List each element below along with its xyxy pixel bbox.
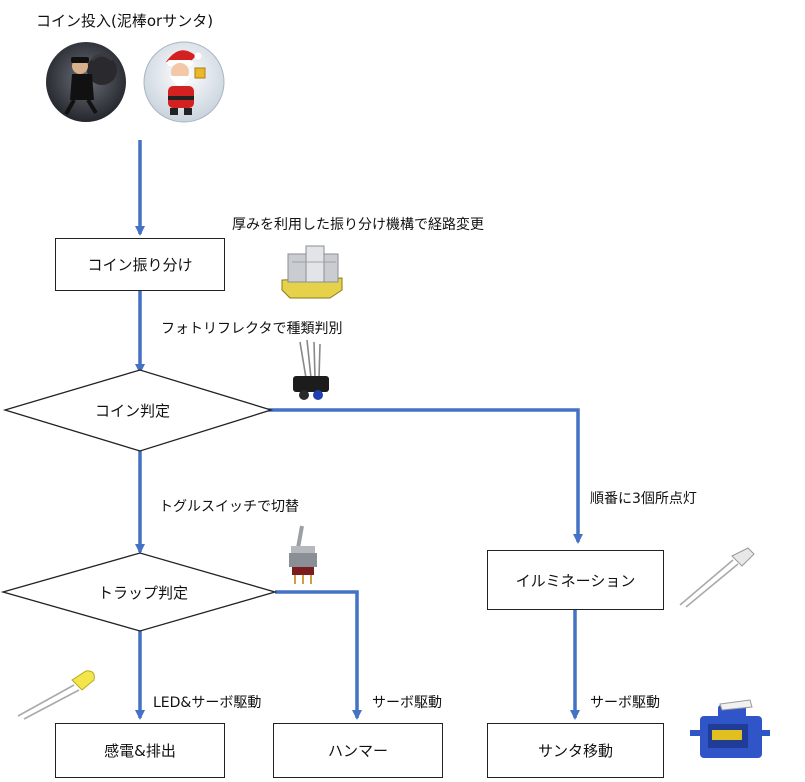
note-led-servo: LED&サーボ駆動 xyxy=(153,695,262,711)
santa-move-box: サンタ移動 xyxy=(487,723,664,778)
santa-icon xyxy=(143,41,225,123)
toggle-switch-icon xyxy=(289,525,317,584)
start-title: コイン投入(泥棒orサンタ) xyxy=(36,12,214,30)
note-toggle-switch: トグルスイッチで切替 xyxy=(159,499,299,515)
coin-mechanism-icon xyxy=(281,245,343,299)
trap-judge-diamond xyxy=(0,552,278,632)
servo-motor-icon xyxy=(690,699,770,758)
arrow-judge-to-illumination xyxy=(268,408,583,544)
trap-judge-label: トラップ判定 xyxy=(98,584,189,602)
hammer-box: ハンマー xyxy=(273,723,443,778)
yellow-led-icon xyxy=(17,670,95,720)
shock-eject-box: 感電&排出 xyxy=(55,723,225,778)
note-servo-hammer: サーボ駆動 xyxy=(372,695,442,711)
coin-judge-label: コイン判定 xyxy=(95,402,171,420)
note-photo-reflector: フォトリフレクタで種類判別 xyxy=(161,321,343,337)
arrow-trap-to-hammer xyxy=(275,590,362,720)
note-sequential-light: 順番に3個所点灯 xyxy=(590,491,697,507)
note-servo-santa: サーボ駆動 xyxy=(590,695,660,711)
thief-icon xyxy=(46,42,126,122)
connectors xyxy=(135,140,583,720)
coin-judge-diamond xyxy=(2,369,274,452)
led-bulb-icon xyxy=(679,547,755,608)
photo-reflector-icon xyxy=(293,339,329,400)
coin-sort-box: コイン振り分け xyxy=(55,238,225,291)
illumination-box: イルミネーション xyxy=(487,550,664,610)
note-sort-mechanism: 厚みを利用した振り分け機構で経路変更 xyxy=(232,217,484,233)
